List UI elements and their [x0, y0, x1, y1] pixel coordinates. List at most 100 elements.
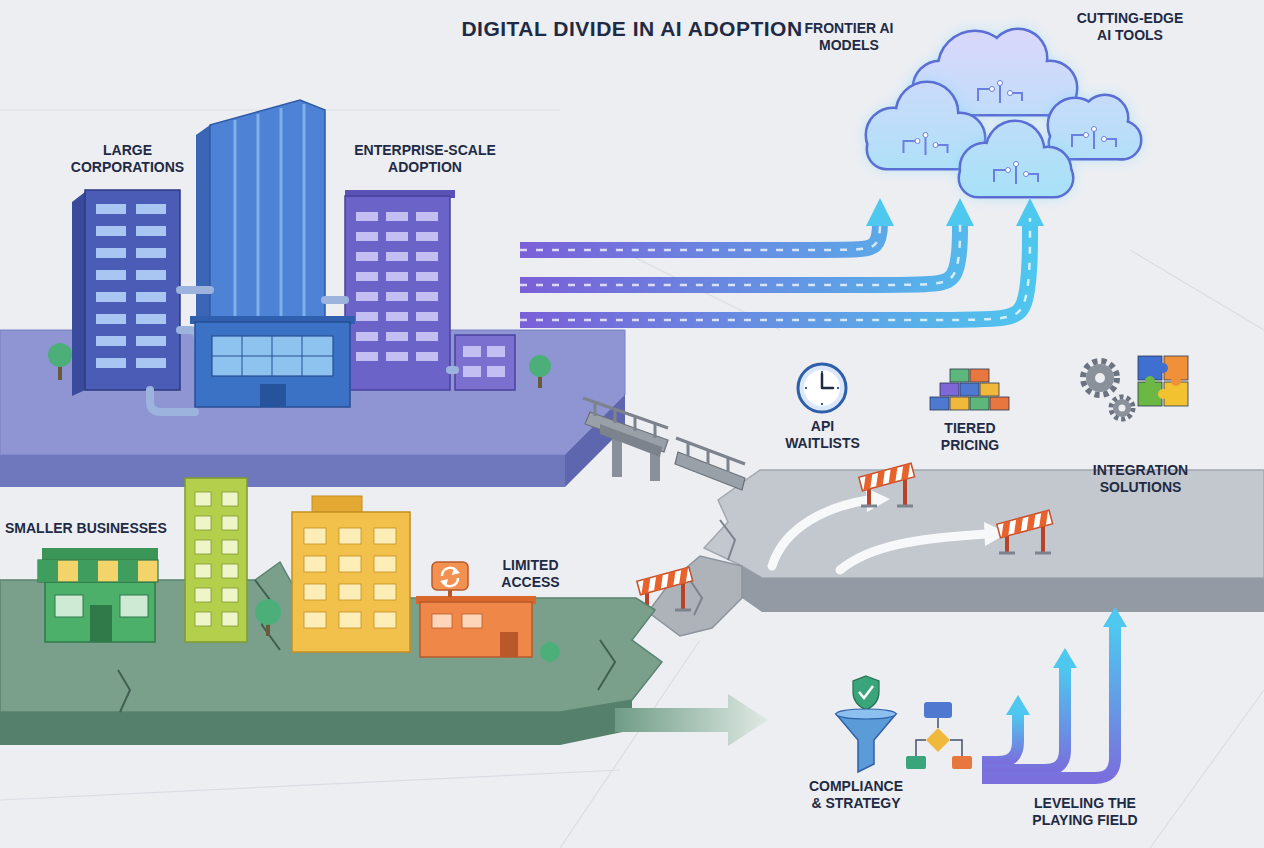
building-window: [432, 614, 452, 628]
building-window: [96, 358, 126, 368]
gears-puzzle-icon: [1095, 373, 1105, 383]
gears-puzzle-icon: [1119, 405, 1126, 412]
shop-building: [78, 560, 98, 582]
clock-icon: [798, 364, 846, 412]
flowchart-icon: [906, 756, 926, 769]
broken-bridge: [675, 452, 745, 490]
building-window: [96, 314, 126, 324]
building-window: [339, 556, 361, 572]
road-barrier: [897, 464, 913, 481]
flow-arrow-dash: [520, 218, 1030, 320]
gears-puzzle-icon: [1111, 397, 1133, 419]
building-window: [96, 292, 126, 302]
office-building: [212, 336, 333, 376]
small-building: [185, 478, 536, 657]
shop-building: [90, 605, 112, 642]
clock-icon: [804, 370, 840, 406]
pricing-blocks-icon: [960, 383, 979, 396]
enterprise-region: LARGE CORPORATIONSENTERPRISE-SCALE ADOPT…: [20, 140, 520, 410]
gears-puzzle-icon: [1158, 363, 1168, 373]
clock-icon: [805, 371, 839, 405]
limited-access-sign: [452, 567, 460, 575]
limited-access-sign: [432, 562, 468, 597]
ai-cloud: [933, 143, 938, 148]
building-window: [487, 366, 505, 377]
building-window: [136, 248, 166, 258]
pricing-blocks-icon: [980, 383, 999, 396]
road-barrier: [1023, 514, 1039, 531]
building-window: [463, 346, 481, 357]
flowchart-icon: [916, 718, 962, 756]
road-barrier: [1010, 517, 1026, 534]
ai-cloud: [960, 160, 1072, 196]
building-window: [386, 252, 408, 261]
ai-cloud: [1049, 96, 1140, 158]
building-window: [222, 588, 238, 602]
ai-cloud: [1014, 162, 1019, 167]
building-window: [96, 226, 126, 236]
office-building: [72, 192, 85, 396]
building-window: [462, 614, 482, 628]
shop-building: [55, 595, 83, 617]
building-window: [136, 292, 166, 302]
road-arrow-head: [866, 488, 1008, 546]
small-building: [500, 632, 518, 657]
building-window: [96, 248, 126, 258]
leveling-arrow: [982, 607, 1127, 778]
office-building: [195, 322, 350, 407]
ai-cloud: [960, 160, 1072, 196]
road-barrier: [637, 567, 693, 594]
small-building: [292, 512, 410, 652]
office-building: [190, 316, 355, 407]
road-barrier: [997, 510, 1053, 537]
icon-caption: COMPLIANCE & STRATEGY: [805, 778, 907, 812]
broken-bridge: [600, 424, 662, 457]
limited-access-sign: [440, 579, 448, 587]
gears-puzzle-icon: [1083, 361, 1117, 395]
small-business-region: SMALLER BUSINESSESLIMITED ACCESS: [5, 515, 605, 715]
road-barrier: [637, 567, 693, 594]
building-window: [96, 270, 126, 280]
building-window: [487, 346, 505, 357]
ai-cloud: [923, 133, 928, 138]
tree: [255, 599, 560, 662]
icon-caption: INTEGRATION SOLUTIONS: [1078, 462, 1203, 496]
building-window: [374, 528, 396, 544]
gears-puzzle-icon: [1083, 356, 1188, 419]
building-window: [386, 212, 408, 221]
flow-arrow-band: [520, 218, 880, 250]
pricing-blocks-icon: [990, 397, 1009, 410]
road-barrier: [859, 463, 915, 490]
shop-building: [38, 560, 158, 582]
pricing-blocks-icon: [970, 369, 989, 382]
pricing-blocks-icon: [970, 397, 989, 410]
building-window: [339, 528, 361, 544]
small-building: [312, 496, 362, 512]
flow-arrow: [520, 218, 960, 285]
road-barrier: [861, 505, 913, 508]
flowchart-icon: [926, 728, 950, 752]
leveling-arrow: [982, 626, 1115, 778]
clock-icon: [798, 364, 846, 412]
building-window: [304, 556, 326, 572]
leveling-arrow: [1053, 648, 1077, 668]
building-window: [195, 492, 211, 506]
building-window: [356, 212, 378, 221]
gears-puzzle-icon: [1158, 389, 1168, 399]
building-window: [356, 272, 378, 281]
road-barrier: [638, 578, 654, 595]
shop-building: [38, 548, 158, 642]
pipe: [150, 290, 455, 412]
gears-puzzle-icon: [1113, 399, 1131, 417]
ai-cloud: [1006, 168, 1011, 173]
building-window: [222, 612, 238, 626]
tree: [540, 642, 560, 662]
building-window: [386, 232, 408, 241]
flow-arrow: [520, 218, 1030, 320]
leveling-arrow: [982, 667, 1065, 770]
leveling-arrow: [1103, 607, 1127, 627]
broken-bridge: [676, 438, 745, 472]
office-building: [260, 384, 286, 407]
region-label: FRONTIER AI MODELS: [793, 20, 905, 54]
